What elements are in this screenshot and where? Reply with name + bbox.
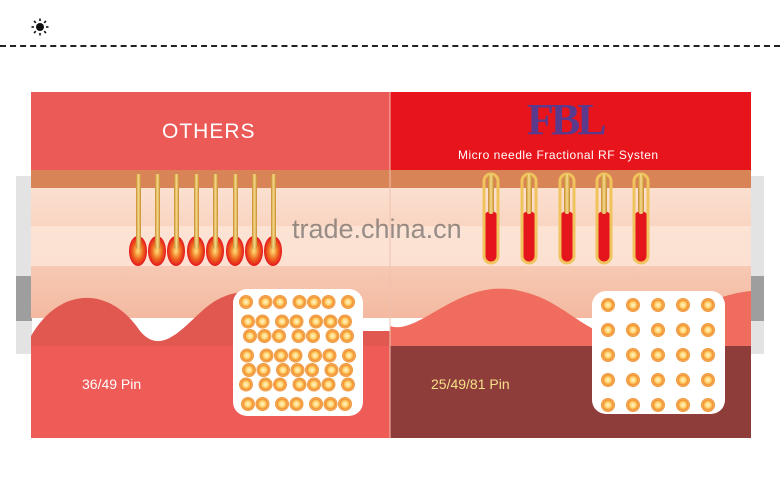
treatment-dot [309,397,323,411]
treatment-dot [309,314,323,329]
treatment-dot [274,348,288,363]
left-needles [129,174,282,266]
treatment-dot [651,348,665,362]
brand-logo: FBL [527,95,607,144]
treatment-dot [239,295,253,309]
treatment-dot [276,363,290,377]
treatment-dot [256,363,271,377]
treatment-dot [289,314,304,329]
treatment-dot [626,373,640,387]
treatment-dot [272,329,286,343]
treatment-dot [626,398,640,412]
treatment-dot [255,314,270,329]
treatment-dot [601,323,615,337]
treatment-dot [242,363,256,377]
treatment-dot [626,323,640,337]
sun-icon [31,18,49,36]
treatment-dot [651,398,665,412]
treatment-dot [241,397,255,411]
treatment-dot [341,295,355,309]
others-title: OTHERS [162,120,256,143]
treatment-dot [651,298,665,312]
treatment-dot [259,348,274,363]
treatment-dot [323,397,338,411]
treatment-dot [292,377,307,392]
treatment-dot [342,348,356,363]
pin-count-left: 36/49 Pin [82,376,142,392]
treatment-dot [601,398,615,412]
right-skin-top [390,170,751,188]
right-dot-grid [592,291,725,414]
treatment-dot [676,298,690,312]
treatment-dot [701,298,715,312]
treatment-dot [676,323,690,337]
treatment-dot [291,329,306,343]
treatment-dot [273,377,287,392]
treatment-dot [240,348,254,363]
treatment-dot [257,329,272,343]
treatment-dot [243,329,257,343]
treatment-dot [340,329,354,343]
treatment-dot [651,373,665,387]
watermark: trade.china.cn [292,214,462,244]
treatment-dot [322,348,337,363]
treatment-dot [676,348,690,362]
treatment-dot [601,373,615,387]
treatment-dot [289,397,304,411]
treatment-dot [651,323,665,337]
treatment-dot [307,295,321,309]
treatment-dot [306,329,320,343]
treatment-dot [601,348,615,362]
treatment-dot [341,377,355,392]
needle-heat-left [129,236,282,266]
treatment-dot [308,348,322,363]
dashed-divider [0,45,780,47]
treatment-dot [321,295,336,309]
treatment-dot [701,348,715,362]
treatment-dot [321,377,336,392]
treatment-dot [676,373,690,387]
treatment-dot [676,398,690,412]
left-skin-top [31,170,390,188]
treatment-dot [239,377,253,392]
side-band-left [16,176,32,354]
treatment-dot [241,314,255,329]
treatment-dot [323,314,338,329]
left-dot-grid [233,289,363,416]
treatment-dot [288,348,303,363]
treatment-dot [273,295,287,309]
comparison-figure: OTHERS FBL Micro needle Fractional RF Sy… [0,86,780,441]
treatment-dot [626,298,640,312]
pin-count-right: 25/49/81 Pin [431,376,510,392]
treatment-dot [305,363,319,377]
right-header [390,92,751,170]
brand-subtitle: Micro needle Fractional RF Systen [458,148,659,162]
treatment-dot [701,373,715,387]
treatment-dot [339,363,353,377]
right-needles [482,172,650,265]
treatment-dot [255,397,270,411]
treatment-dot [601,298,615,312]
left-header [31,92,390,170]
treatment-dot [338,314,352,329]
treatment-dot [307,377,321,392]
treatment-dot [338,397,352,411]
treatment-dot [275,314,289,329]
treatment-dot [701,398,715,412]
treatment-dot [701,323,715,337]
treatment-dot [258,295,273,309]
treatment-dot [275,397,289,411]
treatment-dot [290,363,305,377]
treatment-dot [292,295,307,309]
treatment-dot [626,348,640,362]
treatment-dot [324,363,339,377]
treatment-dot [258,377,273,392]
treatment-dot [325,329,340,343]
